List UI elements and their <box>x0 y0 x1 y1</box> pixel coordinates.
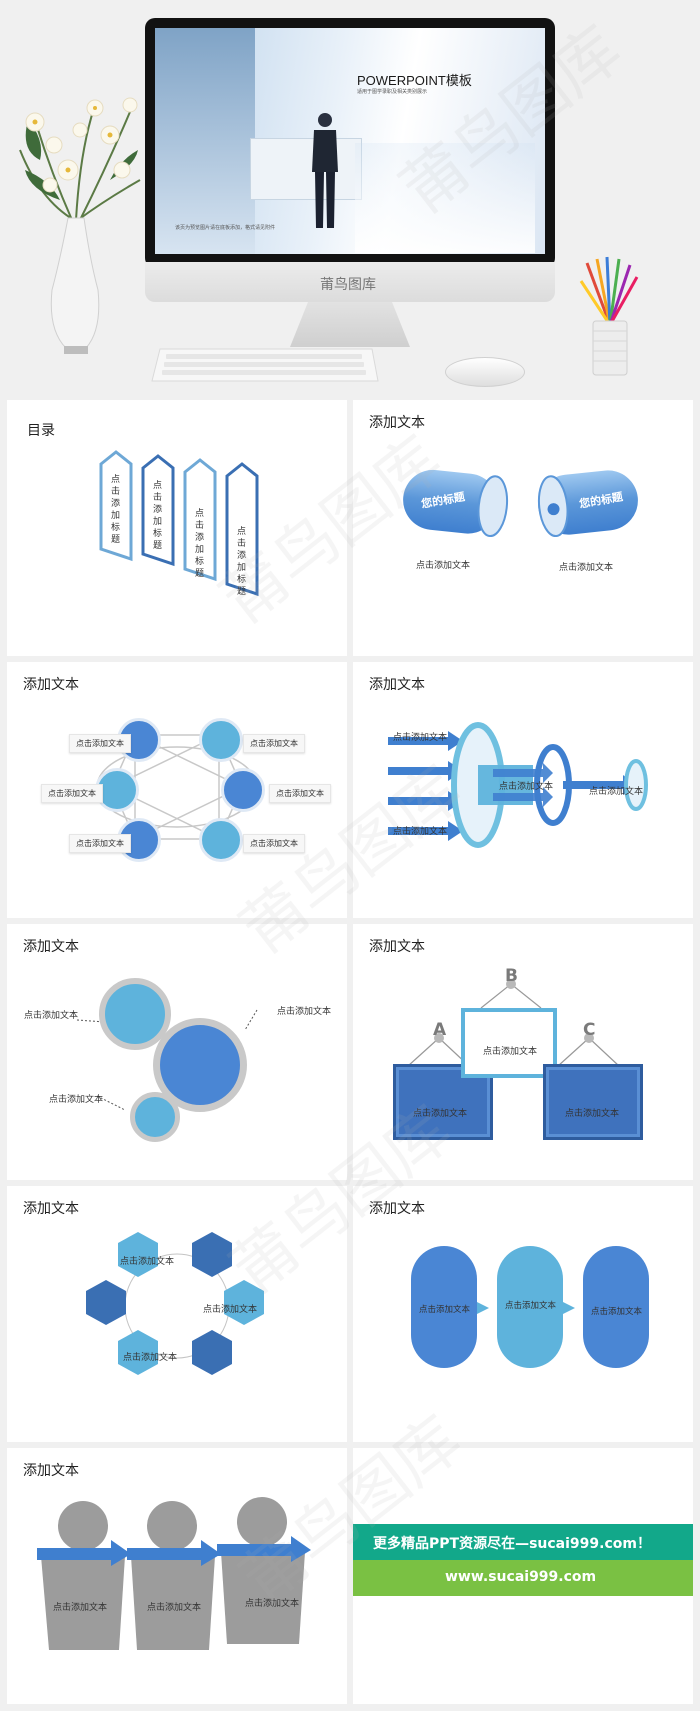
ring-label-4[interactable]: 点击添加文本 <box>269 784 331 803</box>
hanger-letter-a: A <box>433 1020 446 1040</box>
funnel-label-middle[interactable]: 点击添加文本 <box>499 779 553 792</box>
hexagon-label-bottom[interactable]: 点击添加文本 <box>123 1350 177 1363</box>
hexagon-label-right[interactable]: 点击添加文本 <box>203 1302 257 1315</box>
pill-step-2-text[interactable]: 点击添加文本 <box>505 1299 556 1311</box>
ring-label-1[interactable]: 点击添加文本 <box>69 734 131 753</box>
people-figures <box>7 1448 347 1704</box>
flower-vase-image <box>10 90 150 370</box>
hanging-box-c <box>543 1064 643 1140</box>
funnel-label-bottom[interactable]: 点击添加文本 <box>393 824 447 837</box>
ring-label-2[interactable]: 点击添加文本 <box>243 734 305 753</box>
hero-section: POWERPOINT模板 适用于图学录职及相关类别展示 该页为预览图片请在底板添… <box>0 0 700 398</box>
contents-tab-1[interactable]: 点击添加标题 <box>111 474 123 546</box>
hanger-letter-c: C <box>583 1020 595 1040</box>
slide-hexagon-ring: 添加文本 点击添加文本 点击添加文本 点击添加文本 <box>7 1186 347 1442</box>
cylinder-caption-right[interactable]: 点击添加文本 <box>559 560 613 573</box>
bubble-small-bottom <box>130 1092 180 1142</box>
ring-label-5[interactable]: 点击添加文本 <box>69 834 131 853</box>
hanging-box-a-text[interactable]: 点击添加文本 <box>413 1106 467 1119</box>
contents-tab-3[interactable]: 点击添加标题 <box>195 508 207 580</box>
promo-banner-teal-text: 更多精品PPT资源尽在—sucai999.com！ <box>373 1533 651 1553</box>
bubble-label-left[interactable]: 点击添加文本 <box>24 1008 78 1021</box>
slide-title: 添加文本 <box>369 1198 425 1218</box>
screen-title: POWERPOINT模板 <box>357 70 472 89</box>
keyboard-image <box>150 345 380 385</box>
slide-cylinders: 添加文本 您的标题 您的标题 点击添加文本 点击添加文本 <box>353 400 693 656</box>
pill-step-3-text[interactable]: 点击添加文本 <box>591 1305 642 1317</box>
slide-bubbles: 添加文本 点击添加文本 点击添加文本 点击添加文本 <box>7 924 347 1180</box>
monitor-screen: POWERPOINT模板 适用于图学录职及相关类别展示 该页为预览图片请在底板添… <box>155 28 545 254</box>
funnel-label-top[interactable]: 点击添加文本 <box>393 730 447 743</box>
ring-node-2 <box>199 718 243 762</box>
hanging-box-c-text[interactable]: 点击添加文本 <box>565 1106 619 1119</box>
ring-label-3[interactable]: 点击添加文本 <box>41 784 103 803</box>
cylinder-caption-left[interactable]: 点击添加文本 <box>416 558 470 571</box>
slide-pill-process: 添加文本 点击添加文本 点击添加文本 点击添加文本 <box>353 1186 693 1442</box>
slide-people-boxes: 添加文本 点击添加文本 点击添加文本 点击添加文本 <box>7 1448 347 1704</box>
hanging-box-b-text[interactable]: 点击添加文本 <box>483 1044 537 1057</box>
contents-tab-4[interactable]: 点击添加标题 <box>237 526 249 598</box>
bubble-label-right[interactable]: 点击添加文本 <box>277 1004 331 1017</box>
tab-shapes <box>97 444 277 604</box>
ring-node-4 <box>221 768 265 812</box>
contents-tab-2[interactable]: 点击添加标题 <box>153 480 165 552</box>
monitor-brand: 莆鸟图库 <box>320 274 376 294</box>
ring-node-6 <box>199 818 243 862</box>
monitor-stand <box>290 302 410 347</box>
slide-circle-ring: 添加文本 点击添加文本 点击添加文本 点击添加文本 点击添加文本 点击添加文本 … <box>7 662 347 918</box>
person-box-2-text[interactable]: 点击添加文本 <box>147 1600 201 1613</box>
slide-title: 添加文本 <box>23 1198 79 1218</box>
funnel-label-right[interactable]: 点击添加文本 <box>589 784 643 797</box>
ring-label-6[interactable]: 点击添加文本 <box>243 834 305 853</box>
mouse-image <box>445 357 525 387</box>
person-box-1-text[interactable]: 点击添加文本 <box>53 1600 107 1613</box>
person-box-3-text[interactable]: 点击添加文本 <box>245 1596 299 1609</box>
slide-title: 目录 <box>27 420 55 440</box>
slide-funnel-arrows: 添加文本 点击添加文本 点击添加文本 点击添加文本 点击添加文本 <box>353 662 693 918</box>
screen-footer: 该页为预览图片请在底板添加，格式请见附件 <box>175 224 275 231</box>
slide-title: 添加文本 <box>369 674 425 694</box>
screen-subtitle: 适用于图学录职及相关类别展示 <box>357 88 427 95</box>
slide-title: 添加文本 <box>369 412 425 432</box>
hanger-letter-b: B <box>505 966 518 986</box>
bubble-label-bottom[interactable]: 点击添加文本 <box>49 1092 103 1105</box>
businessman-image <box>305 110 345 230</box>
hexagon-label-top[interactable]: 点击添加文本 <box>120 1254 174 1267</box>
pencil-cup-image <box>575 255 645 380</box>
slide-promo: 更多精品PPT资源尽在—sucai999.com！ www.sucai999.c… <box>353 1448 693 1704</box>
slide-contents: 目录 点击添加标题 点击添加标题 点击添加标题 点击添加标题 <box>7 400 347 656</box>
slide-title: 添加文本 <box>23 674 79 694</box>
slide-hanging-boxes: 添加文本 A B C 点击添加文本 点击添加文本 点击添加文本 <box>353 924 693 1180</box>
promo-banner-green-text: www.sucai999.com <box>445 1569 596 1585</box>
pill-step-1-text[interactable]: 点击添加文本 <box>419 1303 470 1315</box>
